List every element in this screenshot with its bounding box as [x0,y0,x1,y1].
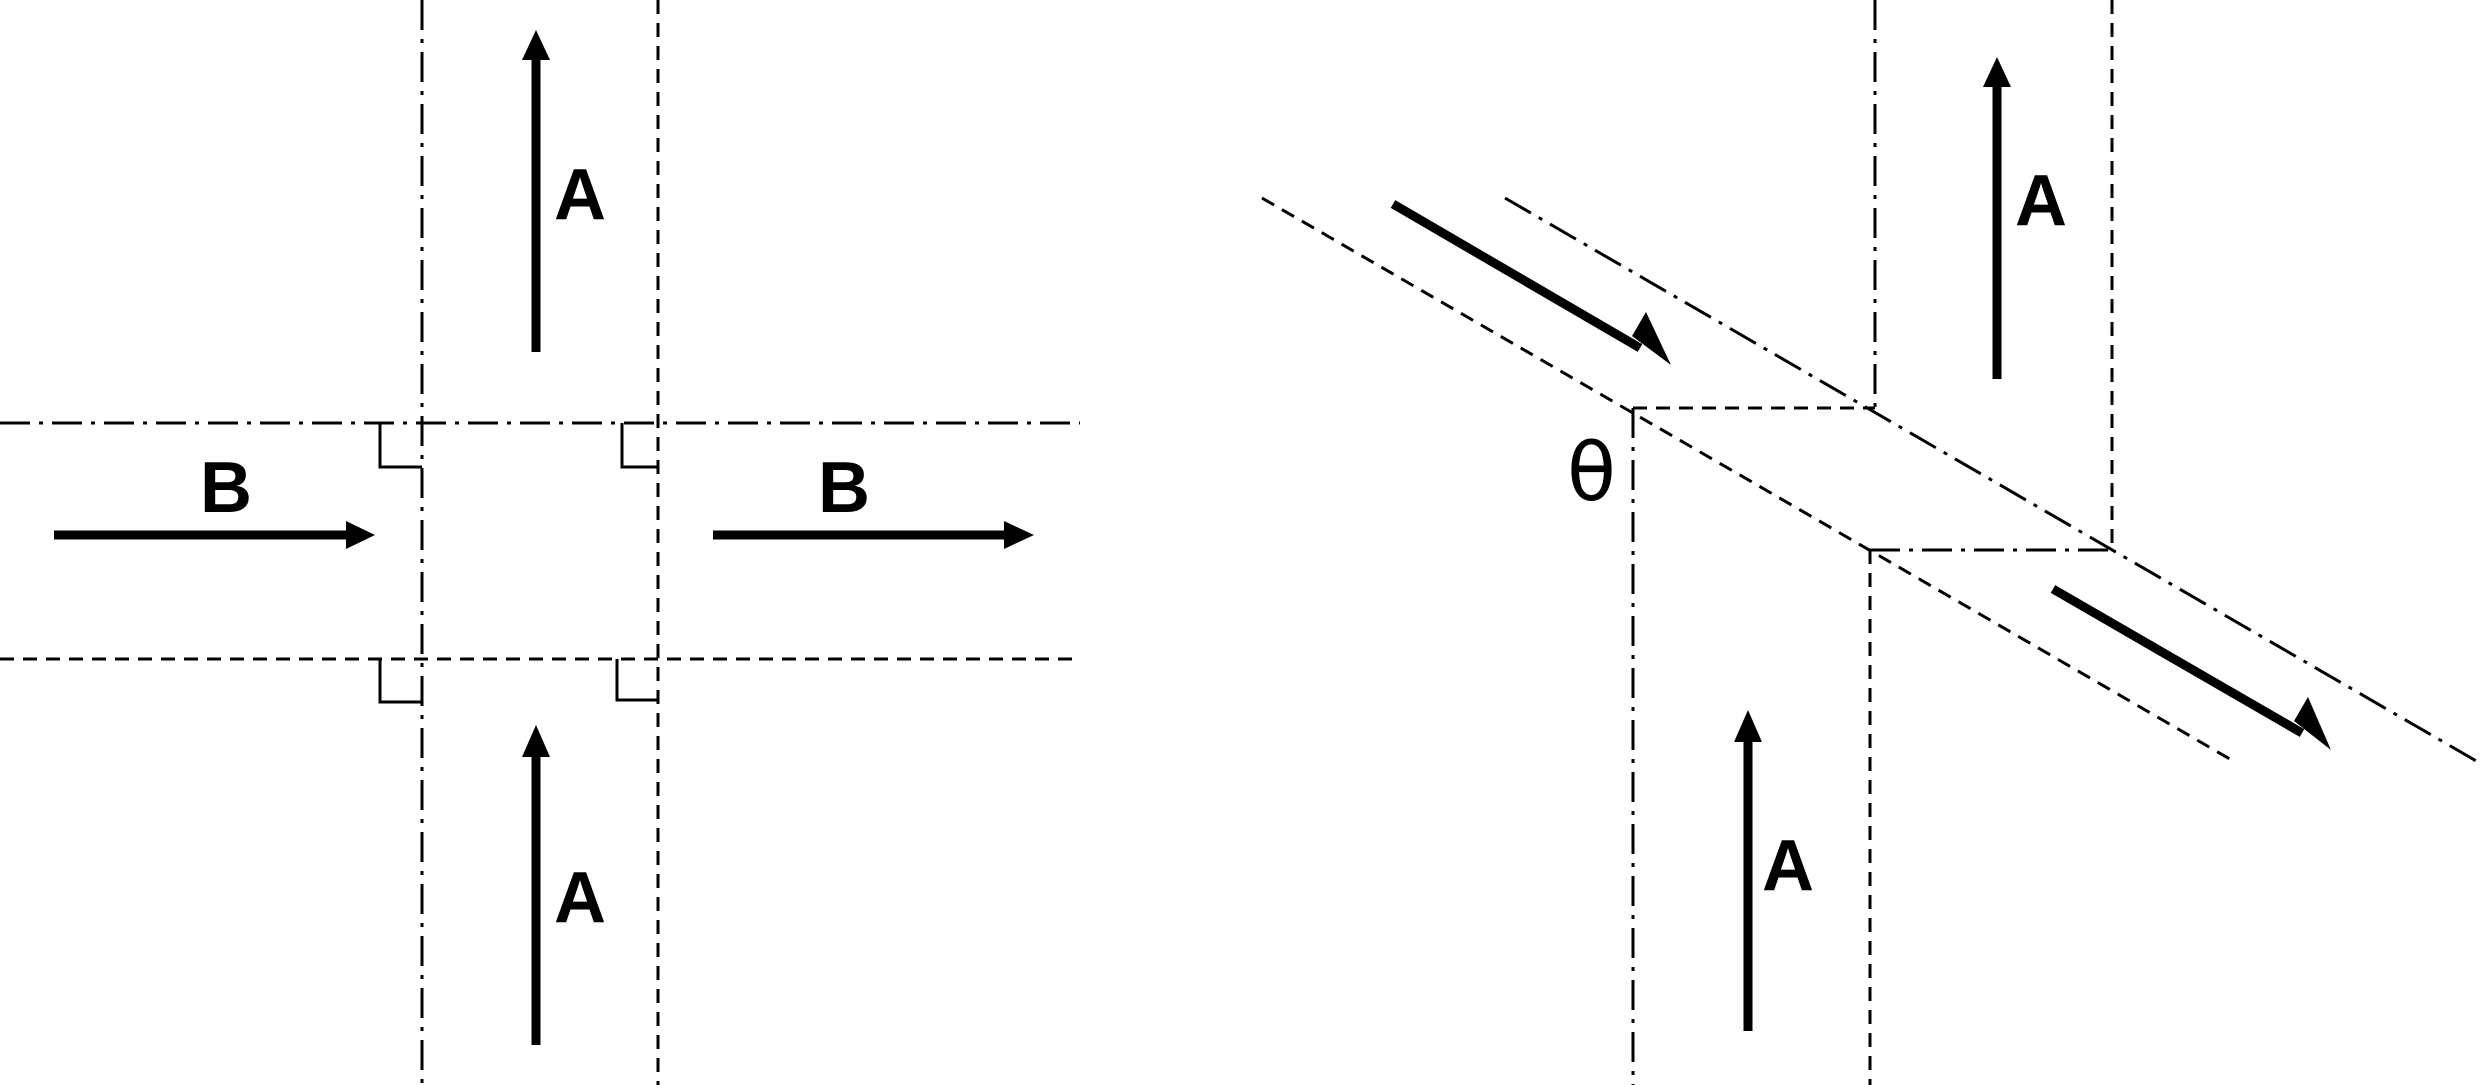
oblique-beam-incoming-arrow [1390,200,1643,352]
beam-a-upper-label: A [2015,161,2067,241]
right-angle-marker [378,659,422,704]
arrowhead [1734,710,1762,742]
angle-theta-label: θ [1567,426,1616,519]
left-figure: A A B B [0,0,1080,1085]
oblique-beam-upper-boundary [1504,196,2479,764]
beam-a-top-label: A [554,155,606,235]
arrowhead [1004,521,1034,549]
right-angle-marker [378,423,422,469]
arrowhead [346,521,375,549]
beam-b-left-label: B [200,448,252,528]
arrowhead [522,30,550,60]
arrowhead [2294,697,2331,750]
arrowhead [522,725,550,757]
right-angle-marker [615,659,658,702]
right-figure: A A θ [1261,0,2479,1085]
right-angle-marker [620,423,658,469]
beam-a-lower-label: A [1762,826,1814,906]
oblique-beam-outgoing-arrow [2050,585,2305,737]
arrowhead [1983,57,2011,87]
oblique-beam-lower-boundary [1261,196,2236,764]
beam-a-bottom-label: A [554,858,606,938]
beam-b-right-label: B [818,448,870,528]
arrowhead [1632,312,1671,365]
